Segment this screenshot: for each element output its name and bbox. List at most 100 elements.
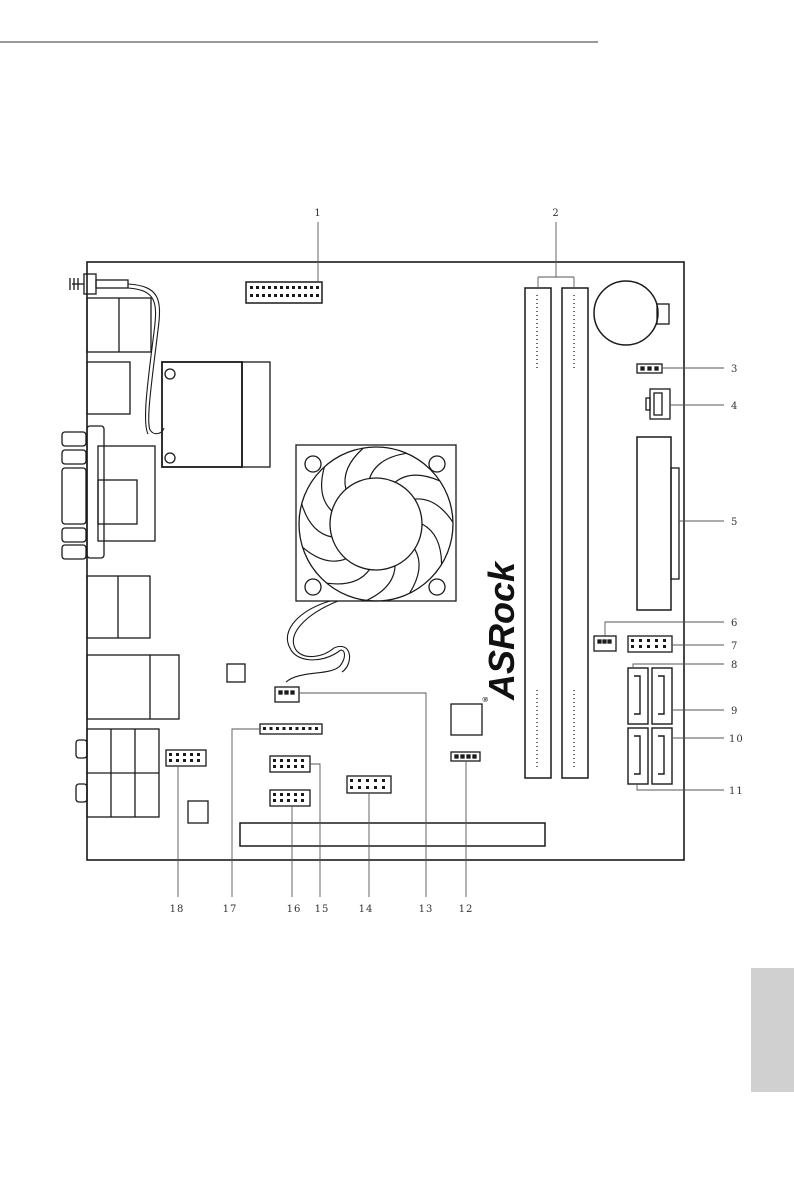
- header-pin: [358, 786, 361, 789]
- sata-ports: [628, 668, 672, 784]
- callout-3: 3: [731, 364, 738, 375]
- callout-8: 8: [731, 660, 738, 671]
- header-pin: [301, 799, 304, 802]
- header-pin: [280, 793, 283, 796]
- header-pin: [647, 645, 650, 648]
- fan-blade: [410, 549, 420, 593]
- callout-16: 16: [287, 904, 302, 915]
- fan-blade: [367, 566, 395, 601]
- header-pin: [286, 286, 289, 289]
- header-pin: [374, 786, 377, 789]
- header-pin: [287, 799, 290, 802]
- callout-7: 7: [731, 641, 738, 652]
- callout-15: 15: [315, 904, 330, 915]
- atx-24pin-connector: [246, 282, 322, 303]
- header-pin: [298, 286, 301, 289]
- header-pin: [296, 727, 299, 730]
- svg-text:®: ®: [482, 696, 490, 702]
- side-power-connector: [637, 437, 679, 610]
- header-pin: [358, 779, 361, 782]
- fan-blade: [395, 475, 440, 482]
- header-pin: [169, 759, 172, 762]
- header-pin: [263, 727, 266, 730]
- header-pin: [639, 645, 642, 648]
- fan-blade: [302, 504, 332, 537]
- header-pin: [294, 799, 297, 802]
- header-pin: [301, 765, 304, 768]
- chip-small-b: [188, 801, 208, 823]
- fan-blade: [422, 524, 442, 564]
- header-pin: [310, 286, 313, 289]
- callout-10: 10: [729, 734, 744, 745]
- header-pin: [176, 753, 179, 756]
- usb-header-lower: [270, 790, 310, 806]
- rear-io-vga-port: [62, 426, 155, 559]
- cpu-heatsink-fan: [296, 445, 456, 601]
- header-pin: [655, 639, 658, 642]
- chip-io-controller: [451, 704, 482, 735]
- header-pin: [262, 286, 265, 289]
- cpu-fan-header: [275, 687, 299, 702]
- header-pin: [250, 286, 253, 289]
- header-pin: [287, 765, 290, 768]
- header-pin: [273, 793, 276, 796]
- callout-2: 2: [552, 208, 559, 219]
- rear-io-hdmi-port: [87, 362, 130, 414]
- callout-6: 6: [731, 618, 738, 629]
- header-pin: [304, 294, 307, 297]
- board-outline: [87, 262, 684, 860]
- com-port-header: [347, 776, 391, 793]
- header-pin: [316, 286, 319, 289]
- header-pin: [197, 759, 200, 762]
- header-pin: [274, 286, 277, 289]
- chassis-fan-header: [646, 389, 670, 419]
- header-pin: [374, 779, 377, 782]
- header-pin: [280, 759, 283, 762]
- header-pin: [316, 294, 319, 297]
- header-pin: [315, 727, 318, 730]
- header-pin: [287, 759, 290, 762]
- header-pin: [647, 639, 650, 642]
- header-pin: [190, 753, 193, 756]
- header-pin: [631, 639, 634, 642]
- header-pin: [289, 727, 292, 730]
- header-pin: [256, 286, 259, 289]
- header-pin: [310, 294, 313, 297]
- callout-1: 1: [314, 208, 321, 219]
- header-pin: [301, 759, 304, 762]
- fan-blade: [303, 547, 346, 561]
- header-pin: [292, 294, 295, 297]
- speaker-header: [451, 752, 480, 761]
- header-pin: [276, 727, 279, 730]
- rear-io-usb-stack-mid: [87, 576, 150, 638]
- header-pin: [256, 294, 259, 297]
- rear-io-lan-usb-stack: [87, 655, 179, 719]
- fan-cable: [286, 601, 350, 682]
- header-pin: [294, 759, 297, 762]
- header-pin: [274, 294, 277, 297]
- header-pin: [663, 645, 666, 648]
- callout-9: 9: [731, 706, 738, 717]
- dimm-slots: [525, 288, 588, 778]
- header-pin: [268, 286, 271, 289]
- fan-blade: [327, 570, 370, 584]
- header-pin: [190, 759, 193, 762]
- header-pin: [309, 727, 312, 730]
- header-pin: [280, 799, 283, 802]
- header-pin: [302, 727, 305, 730]
- header-pin: [301, 793, 304, 796]
- header-pin: [304, 286, 307, 289]
- clear-cmos-jumper: [637, 364, 662, 373]
- header-pin: [273, 765, 276, 768]
- fan-blade: [322, 467, 332, 511]
- header-pin: [283, 727, 286, 730]
- header-pin: [286, 294, 289, 297]
- asrock-logo: ASRock ®: [481, 560, 522, 702]
- header-pin: [183, 759, 186, 762]
- chip-small-a: [227, 664, 245, 682]
- header-pin: [366, 779, 369, 782]
- cmos-battery: [594, 281, 669, 345]
- pcie-slot: [240, 823, 545, 846]
- hd-audio-header: [166, 750, 206, 766]
